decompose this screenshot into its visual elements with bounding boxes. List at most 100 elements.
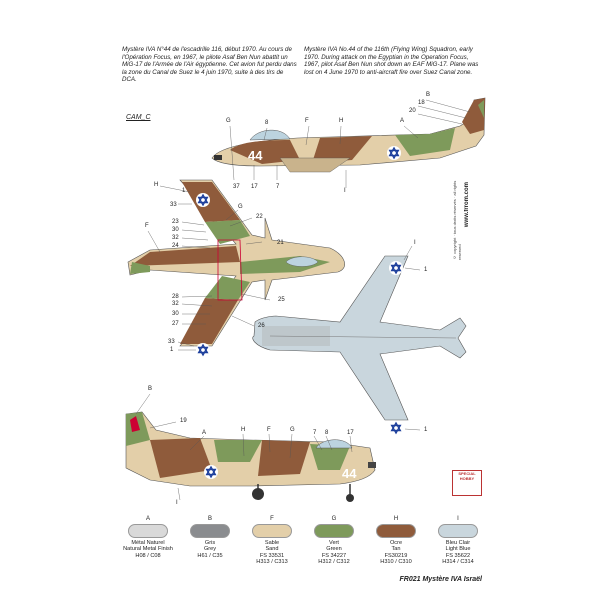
website-url: www.frrom.com	[464, 182, 470, 228]
label-g: G	[226, 118, 231, 124]
label-18: 18	[418, 100, 425, 106]
color-chip	[128, 523, 168, 538]
label-20: 20	[409, 108, 416, 114]
label-25: 25	[278, 297, 285, 303]
label-21: 21	[277, 240, 284, 246]
label-8: 8	[265, 120, 269, 126]
label-7: 7	[276, 184, 280, 190]
label-a-side2: A	[202, 430, 207, 436]
legend-name-fr: Métal Naturel	[131, 539, 165, 546]
legend-item-i: I Bleu Clair Light Blue FS 35622 H314 / …	[428, 516, 488, 566]
special-hobby-logo: SPECIAL HOBBY	[452, 470, 482, 496]
legend-name-fr: Ocre	[389, 539, 403, 546]
label-17: 17	[251, 184, 258, 190]
legend-fs-code: FS30219	[384, 552, 408, 559]
legend-letter: G	[331, 516, 337, 522]
color-chip	[376, 523, 416, 538]
sheet-footer: FR021 Mystère IVA Israël	[399, 576, 483, 583]
leader-lines-planview	[147, 185, 271, 351]
label-17-side2: 17	[347, 430, 354, 436]
label-h-side2: H	[241, 427, 246, 433]
label-23: 23	[172, 219, 179, 225]
legend-code: H08 / C08	[135, 552, 161, 559]
copyright-vertical-text: © copyright · tous droits réservés · all…	[452, 180, 462, 260]
label-8-side2: 8	[325, 430, 329, 436]
top-view	[127, 179, 345, 358]
camo-label: CAM_C	[126, 114, 151, 121]
label-32-plan-bottom: 32	[172, 301, 179, 307]
side-view-top	[211, 97, 486, 173]
legend-item-g: G Vert Green FS 34227 H312 / C312	[304, 516, 364, 566]
caption-french: Mystère IVA N°44 de l'escadrille 116, dé…	[122, 46, 297, 84]
label-g-side2: G	[290, 427, 295, 433]
legend-letter: B	[207, 516, 212, 522]
legend-code: H312 / C312	[318, 559, 350, 566]
bottom-view	[252, 255, 467, 436]
label-33-plan-top: 33	[170, 202, 177, 208]
label-1-plan-bottom: 1	[170, 347, 174, 353]
label-37: 37	[233, 184, 240, 190]
legend-name-en: Tan	[391, 546, 401, 553]
legend-name-en: Natural Metal Finish	[123, 546, 173, 553]
aircraft-number-bottom: 44	[342, 466, 357, 481]
legend-code: H310 / C310	[380, 559, 412, 566]
label-a: A	[400, 118, 405, 124]
legend-name-en: Grey	[203, 546, 217, 553]
legend-name-fr: Vert	[329, 539, 339, 546]
label-1-plan-top: 1	[182, 188, 186, 194]
legend-code: H61 / C35	[197, 552, 223, 559]
side-view-bottom	[125, 411, 376, 502]
leader-lines-side-bottom	[135, 393, 353, 501]
color-legend: A Métal Naturel Natural Metal Finish H08…	[118, 516, 490, 570]
label-i-under: I	[414, 240, 416, 246]
legend-item-f: F Sable Sand FS 33531 H313 / C313	[242, 516, 302, 566]
legend-item-h: H Ocre Tan FS30219 H310 / C310	[366, 516, 426, 566]
leader-lines-underview	[403, 245, 421, 431]
label-g-plan: G	[238, 204, 243, 210]
label-f: F	[305, 118, 309, 124]
label-30-plan-bottom: 30	[172, 311, 179, 317]
legend-letter: I	[457, 516, 459, 522]
legend-name-fr: Bleu Clair	[445, 539, 471, 546]
color-chip	[190, 523, 230, 538]
label-22: 22	[256, 214, 263, 220]
label-1-under-bottom: 1	[424, 427, 428, 433]
color-chip	[438, 523, 478, 538]
legend-letter: F	[270, 516, 274, 522]
legend-code: H314 / C314	[442, 559, 474, 566]
legend-letter: H	[393, 516, 399, 522]
caption-english: Mystère IVA No.44 of the 116th (Flying W…	[304, 46, 479, 76]
label-i: I	[344, 188, 346, 194]
legend-fs-code: FS 34227	[321, 552, 347, 559]
label-1-under-top: 1	[424, 267, 428, 273]
label-b-side2: B	[148, 386, 153, 392]
leader-lines-top	[229, 99, 471, 188]
legend-name-en: Light Blue	[445, 546, 471, 553]
color-chip	[314, 523, 354, 538]
legend-name-en: Sand	[265, 546, 279, 553]
color-chip	[252, 523, 292, 538]
label-27: 27	[172, 321, 179, 327]
label-24: 24	[172, 243, 179, 249]
legend-name-fr: Gris	[204, 539, 216, 546]
label-19: 19	[180, 418, 187, 424]
legend-item-b: B Gris Grey H61 / C35	[180, 516, 240, 559]
aircraft-number-top: 44	[248, 148, 263, 163]
label-30-plan-top: 30	[172, 227, 179, 233]
label-b: B	[426, 92, 431, 98]
label-33-plan-bottom: 33	[168, 339, 175, 345]
legend-item-a: A Métal Naturel Natural Metal Finish H08…	[118, 516, 178, 559]
legend-letter: A	[145, 516, 150, 522]
label-f-plan: F	[145, 223, 149, 229]
label-h: H	[339, 118, 344, 124]
legend-code: H313 / C313	[256, 559, 288, 566]
label-28: 28	[172, 294, 179, 300]
label-i-side2: I	[176, 500, 178, 506]
legend-fs-code: FS 35622	[445, 552, 471, 559]
legend-fs-code: FS 33531	[259, 552, 285, 559]
label-h-plan: H	[154, 182, 159, 188]
legend-name-en: Green	[326, 546, 342, 553]
label-f-side2: F	[267, 427, 271, 433]
label-32-plan-top: 32	[172, 235, 179, 241]
